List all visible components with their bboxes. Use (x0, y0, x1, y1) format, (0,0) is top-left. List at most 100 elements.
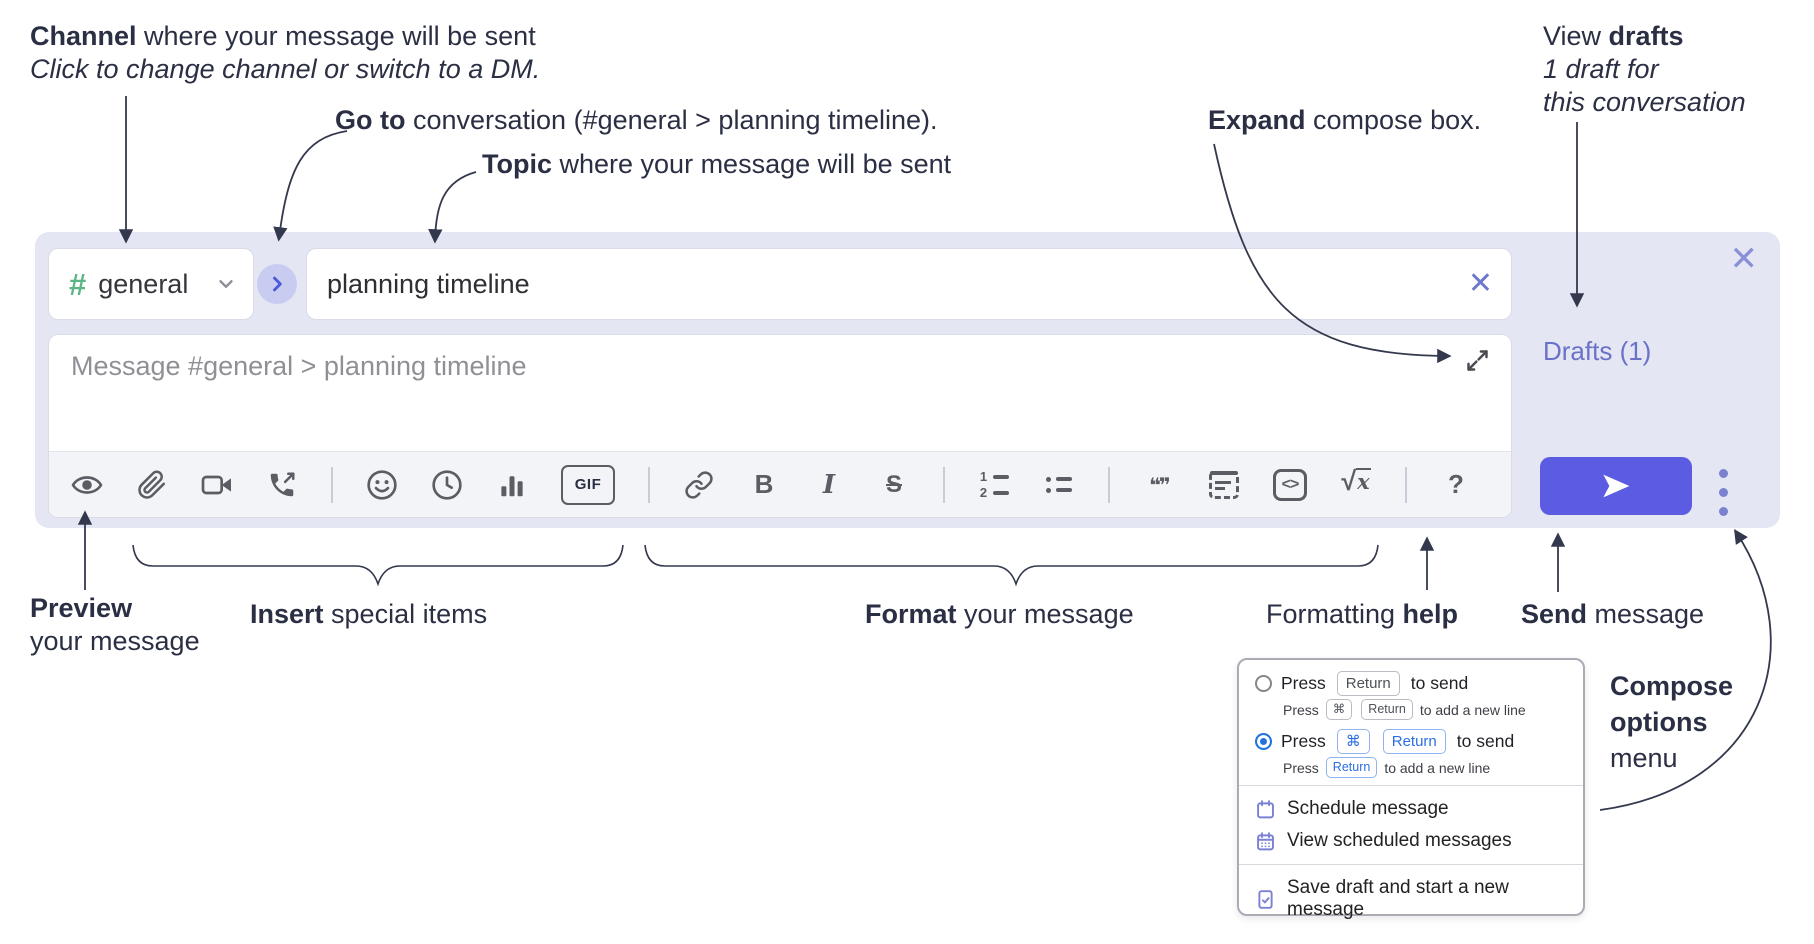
option1-sub-newline: to add a new line (1419, 701, 1526, 718)
italic-icon[interactable]: I (822, 469, 836, 500)
expand-note: Expand compose box. (1208, 104, 1481, 137)
save-draft-item[interactable]: Save draft and start a new message (1255, 872, 1567, 926)
compose-box: # general planning timeline ✕ Message #g… (35, 232, 1780, 528)
topic-note-rest: where your message will be sent (552, 149, 952, 179)
math-icon[interactable]: √x (1340, 465, 1372, 502)
radio-unselected-icon[interactable] (1255, 675, 1272, 692)
view-drafts-bold: drafts (1608, 21, 1684, 51)
bulleted-list-icon[interactable] (1043, 468, 1075, 502)
expand-note-rest: compose box. (1305, 105, 1482, 135)
formatting-help-note: Formatting help (1266, 598, 1458, 631)
send-note: Send message (1521, 598, 1704, 631)
attach-file-icon[interactable] (136, 468, 168, 502)
ol-number-2: 2 (979, 484, 988, 500)
topic-note: Topic where your message will be sent (482, 148, 951, 181)
toolbar-divider (1405, 466, 1407, 503)
preview-note-sub: your message (30, 626, 200, 656)
return-keycap: Return (1336, 671, 1400, 696)
go-to-conversation-button[interactable] (257, 264, 297, 304)
compose-options-note: Compose options menu (1610, 668, 1733, 776)
channel-hash-icon: # (69, 266, 87, 302)
send-icon (1603, 474, 1630, 498)
video-call-icon[interactable] (201, 468, 233, 502)
link-icon[interactable] (683, 468, 715, 502)
drafts-link[interactable]: Drafts (1) (1543, 336, 1652, 366)
schedule-message-label: Schedule message (1287, 798, 1449, 819)
compose-options-button[interactable] (1713, 469, 1733, 516)
preview-note-bold: Preview (30, 593, 133, 623)
toolbar-divider (331, 466, 333, 503)
channel-note-sub: Click to change channel or switch to a D… (30, 54, 541, 84)
menu-divider (1239, 785, 1583, 786)
bold-icon[interactable]: B (754, 469, 774, 499)
expand-compose-icon[interactable] (1464, 347, 1491, 374)
gif-icon[interactable]: GIF (561, 464, 615, 505)
close-compose-icon[interactable]: ✕ (1729, 240, 1759, 278)
format-note-rest: your message (956, 599, 1134, 629)
compose-options-menu: Press Return to send Press ⌘ Return to a… (1237, 658, 1585, 920)
insert-note-bold: Insert (250, 599, 324, 629)
code-icon[interactable]: <> (1273, 468, 1307, 501)
option2-sub-press: Press (1283, 759, 1319, 776)
view-drafts-sub1: 1 draft for (1543, 54, 1659, 84)
calendar-icon (1257, 799, 1274, 818)
option2-to-send: to send (1456, 731, 1515, 751)
topic-input[interactable]: planning timeline ✕ (306, 248, 1512, 320)
compose-toolbar: GIF B I S 1 2 ❝❞ (49, 451, 1511, 517)
spoiler-icon[interactable] (1208, 468, 1240, 502)
chevron-down-icon (215, 273, 237, 295)
menu-divider (1239, 864, 1583, 865)
channel-note-rest: where your message will be sent (136, 21, 536, 51)
return-keycap-blue-small: Return (1325, 757, 1378, 778)
view-scheduled-messages-item[interactable]: View scheduled messages (1255, 825, 1567, 857)
enter-sends-option[interactable]: Press Return to send (1255, 671, 1567, 696)
preview-note: Preview your message (30, 592, 200, 658)
channel-selector[interactable]: # general (48, 248, 254, 320)
goto-note: Go to conversation (#general > planning … (335, 104, 938, 137)
numbered-list-icon[interactable]: 1 2 (978, 468, 1010, 502)
strikethrough-icon[interactable]: S (885, 470, 902, 498)
message-input[interactable]: Message #general > planning timeline (48, 334, 1512, 518)
sqrt-glyph: √ (1341, 465, 1357, 496)
insert-note-rest: special items (323, 599, 488, 629)
topic-arrow (428, 171, 477, 244)
cmd-enter-sends-option[interactable]: Press ⌘ Return to send (1255, 729, 1567, 754)
cmd-keycap: ⌘ (1325, 699, 1353, 720)
radio-selected-icon[interactable] (1255, 733, 1272, 750)
format-note-bold: Format (865, 599, 957, 629)
clear-topic-button[interactable]: ✕ (1467, 267, 1493, 300)
math-x-glyph: x (1356, 467, 1371, 494)
return-keycap: Return (1361, 699, 1413, 720)
compose-options-line1: Compose (1610, 671, 1734, 701)
send-note-rest: message (1587, 599, 1705, 629)
calendar-grid-icon (1257, 831, 1274, 850)
audio-call-icon[interactable] (266, 468, 298, 502)
cmd-keycap-blue: ⌘ (1336, 729, 1370, 754)
goto-note-rest: conversation (#general > planning timeli… (405, 105, 938, 135)
preview-icon[interactable] (71, 468, 103, 502)
formatting-help-pre: Formatting (1266, 599, 1403, 629)
view-drafts-note: View drafts 1 draft for this conversatio… (1543, 20, 1746, 119)
emoji-icon[interactable] (366, 468, 398, 502)
toolbar-divider (943, 466, 945, 503)
insert-note: Insert special items (250, 598, 487, 631)
draft-check-icon (1258, 889, 1273, 909)
message-formatting-help-icon[interactable]: ? (1448, 469, 1464, 499)
schedule-message-item[interactable]: Schedule message (1255, 793, 1567, 825)
topic-note-bold: Topic (482, 149, 552, 179)
format-brace (644, 544, 1379, 587)
option1-press: Press (1281, 673, 1326, 693)
compose-options-line3: menu (1610, 743, 1678, 773)
time-icon[interactable] (431, 468, 463, 502)
enter-sends-option-subtext: Press ⌘ Return to add a new line (1283, 699, 1567, 720)
chevron-right-icon (273, 276, 282, 292)
option1-to-send: to send (1410, 673, 1469, 693)
quote-icon[interactable]: ❝❞ (1149, 472, 1170, 497)
topic-value: planning timeline (327, 268, 530, 299)
poll-icon[interactable] (496, 468, 528, 502)
return-keycap-blue: Return (1382, 729, 1446, 754)
toolbar-divider (648, 466, 650, 503)
send-button[interactable] (1540, 457, 1692, 515)
compose-options-line2: options (1610, 707, 1708, 737)
